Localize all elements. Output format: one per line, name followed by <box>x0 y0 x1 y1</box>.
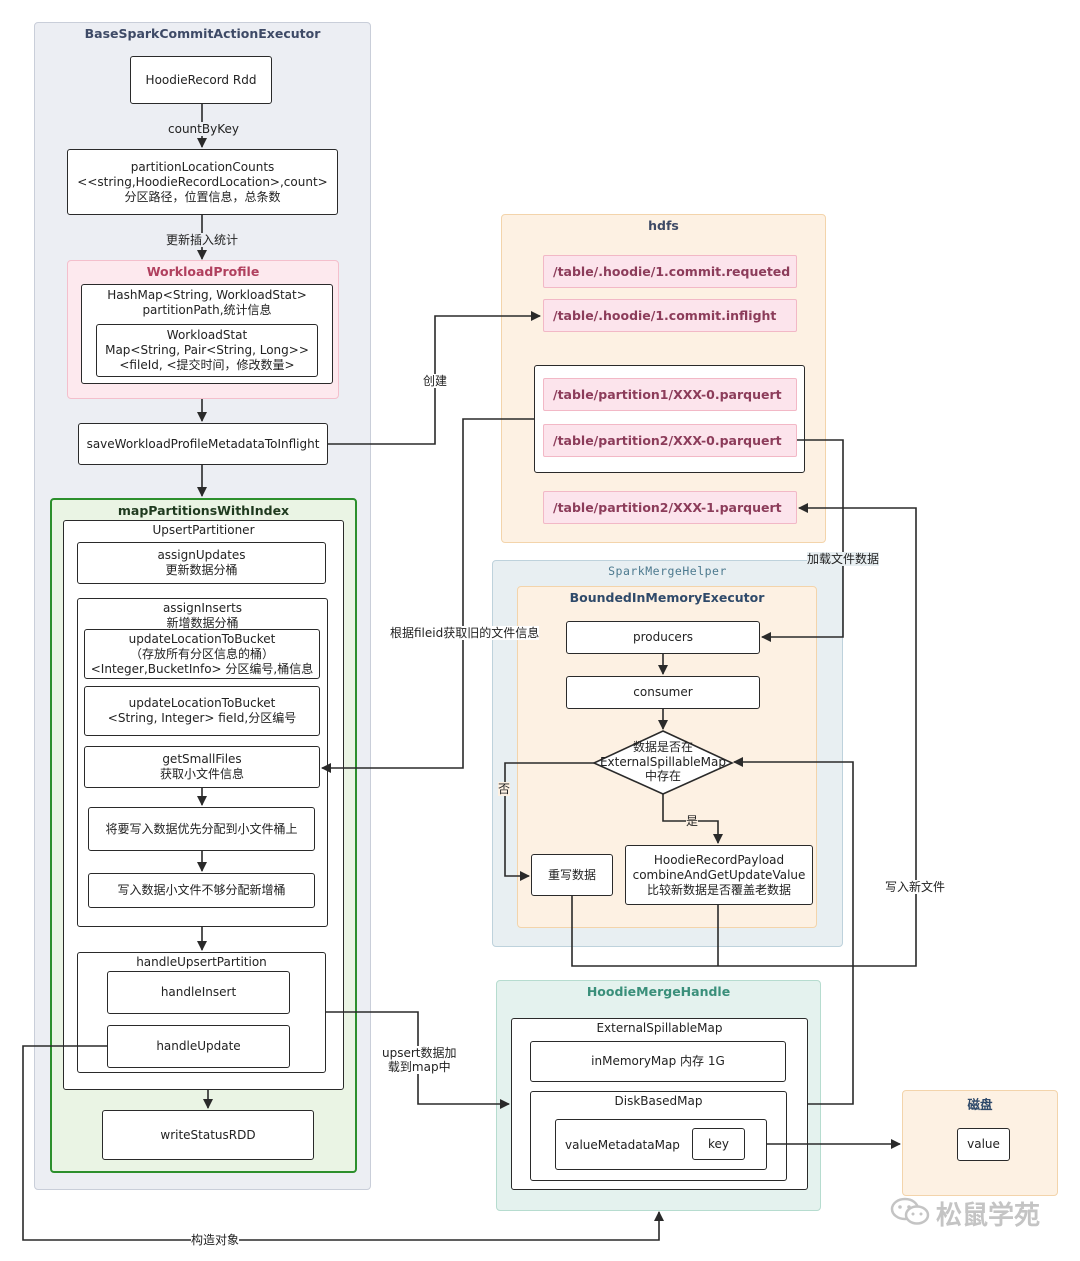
partition-location-counts-node[interactable]: partitionLocationCounts <<string,HoodieR… <box>67 149 338 215</box>
external-spillable-map-title: ExternalSpillableMap <box>596 1021 723 1035</box>
disk-based-map-title: DiskBasedMap <box>614 1094 703 1108</box>
hdfs-partition2-file[interactable]: /table/partition2/XXX-0.parquert <box>543 424 797 457</box>
edge-decision-no <box>504 762 594 881</box>
rewrite-data-node[interactable]: 重写数据 <box>531 854 613 896</box>
watermark-text: 松鼠学苑 <box>936 1201 1041 1231</box>
label-construct-object: 构造对象 <box>191 1233 240 1247</box>
decision-text: 数据是否在 ExternalSpillableMap 中存在 <box>599 740 727 783</box>
value-node[interactable]: value <box>957 1128 1010 1161</box>
label-get-old-file-info: 根据fileid获取旧的文件信息 <box>390 626 540 640</box>
group-workload-profile-title: WorkloadProfile <box>146 264 260 279</box>
hdfs-partition2-new-file[interactable]: /table/partition2/XXX-1.parquert <box>543 491 797 524</box>
value-metadata-map-label: valueMetadataMap <box>565 1138 680 1152</box>
handle-insert-node[interactable]: handleInsert <box>107 971 290 1014</box>
handle-upsert-partition-title: handleUpsertPartition <box>136 955 267 969</box>
handle-update-node[interactable]: handleUpdate <box>107 1025 290 1068</box>
workload-stat-node[interactable]: WorkloadStat Map<String, Pair<String, Lo… <box>96 324 318 377</box>
hoodie-record-payload-node[interactable]: HoodieRecordPayload combineAndGetUpdateV… <box>625 845 813 905</box>
group-bounded-executor-title: BoundedInMemoryExecutor <box>569 590 765 605</box>
label-update-insert-stats: 更新插入统计 <box>166 233 239 247</box>
assign-updates-node[interactable]: assignUpdates 更新数据分桶 <box>77 542 326 584</box>
label-load-file-data: 加载文件数据 <box>807 552 880 566</box>
group-map-partitions-title: mapPartitionsWithIndex <box>117 503 290 518</box>
upsert-partitioner-title: UpsertPartitioner <box>152 523 255 537</box>
group-disk-title: 磁盘 <box>967 1097 993 1112</box>
consumer-node[interactable]: consumer <box>566 676 760 709</box>
update-location-to-bucket-2-node[interactable]: updateLocationToBucket <String, Integer>… <box>84 686 320 736</box>
label-count-by-key: countByKey <box>168 122 239 136</box>
group-hdfs-title: hdfs <box>648 218 679 233</box>
producers-node[interactable]: producers <box>566 621 760 654</box>
update-location-to-bucket-1-node[interactable]: updateLocationToBucket （存放所有分区信息的桶） <Int… <box>84 629 320 679</box>
group-spark-merge-helper-title: SparkMergeHelper <box>608 564 727 578</box>
edge-external-map-to-decision <box>733 757 854 1105</box>
group-base-executor-title: BaseSparkCommitActionExecutor <box>84 26 321 41</box>
edge-hdfs-to-producers <box>761 439 844 642</box>
key-node[interactable]: key <box>692 1128 745 1160</box>
label-yes: 是 <box>686 814 699 828</box>
hdfs-commit-requested-file[interactable]: /table/.hoodie/1.commit.requeted <box>543 255 797 288</box>
label-upsert-load: upsert数据加 载到map中 <box>382 1046 457 1074</box>
label-no: 否 <box>498 782 511 796</box>
get-small-files-node[interactable]: getSmallFiles 获取小文件信息 <box>84 746 320 788</box>
assign-new-bucket-node[interactable]: 写入数据小文件不够分配新增桶 <box>88 873 315 908</box>
edge-write-new-file <box>571 503 917 967</box>
write-status-rdd-node[interactable]: writeStatusRDD <box>102 1110 314 1160</box>
label-create: 创建 <box>423 374 448 388</box>
hdfs-commit-inflight-file[interactable]: /table/.hoodie/1.commit.inflight <box>543 299 797 332</box>
save-workload-inflight-node[interactable]: saveWorkloadProfileMetadataToInflight <box>78 423 328 465</box>
edge-construct-object <box>22 1045 664 1241</box>
assign-small-files-node[interactable]: 将要写入数据优先分配到小文件桶上 <box>88 807 315 851</box>
edge-hdfs-to-small-files <box>321 418 534 773</box>
assign-inserts-title: assignInserts 新增数据分桶 <box>162 601 243 630</box>
wechat-icon <box>890 1196 930 1228</box>
in-memory-map-node[interactable]: inMemoryMap 内存 1G <box>530 1041 786 1082</box>
hdfs-partition1-file[interactable]: /table/partition1/XXX-0.parquert <box>543 378 797 411</box>
hoodie-record-rdd-node[interactable]: HoodieRecord Rdd <box>130 56 272 104</box>
group-merge-handle-title: HoodieMergeHandle <box>586 984 731 999</box>
label-write-new-file: 写入新文件 <box>885 880 946 894</box>
